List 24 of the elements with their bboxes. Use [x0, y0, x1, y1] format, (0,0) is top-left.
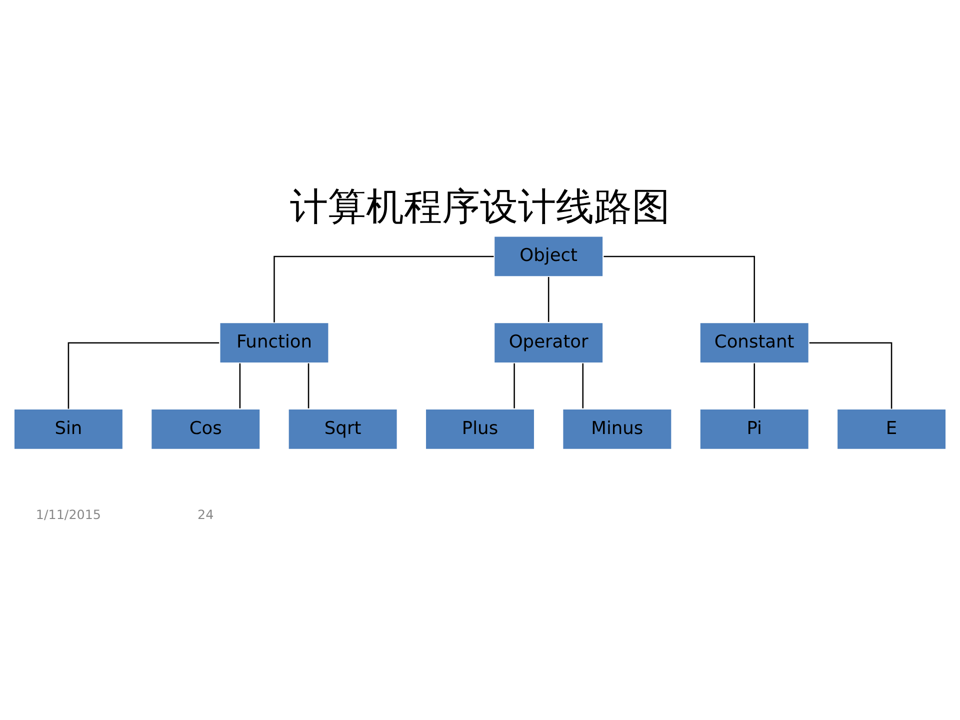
- node-box: Function: [218, 322, 330, 364]
- node-box: Plus: [424, 408, 536, 450]
- connector: [809, 342, 892, 409]
- connector: [308, 363, 310, 408]
- connector: [239, 363, 241, 408]
- connector: [582, 363, 584, 408]
- node-box: Constant: [699, 322, 810, 364]
- node-box: Sin: [13, 408, 124, 450]
- node-box: Operator: [493, 322, 604, 364]
- node-box: Pi: [699, 408, 810, 450]
- node-box: Sqrt: [288, 408, 398, 450]
- connector: [68, 342, 220, 409]
- label: 1/11/2015: [36, 506, 101, 522]
- node-box: E: [836, 408, 947, 450]
- connector: [514, 363, 515, 408]
- connector: [754, 363, 755, 408]
- node-box: Cos: [150, 408, 261, 450]
- node-box: Minus: [562, 408, 672, 450]
- label: 24: [198, 506, 214, 522]
- diagram-title: 计算机程序设计线路图: [290, 184, 670, 229]
- connector: [548, 276, 550, 322]
- connector: [274, 256, 494, 322]
- node-box: Object: [493, 236, 604, 278]
- connector: [604, 256, 755, 322]
